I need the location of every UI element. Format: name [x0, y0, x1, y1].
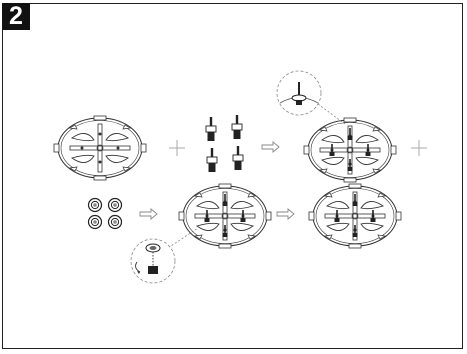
- screw-set: [204, 113, 245, 174]
- nut: [107, 197, 123, 213]
- plus-sign: [410, 139, 428, 157]
- screw: [205, 146, 219, 174]
- nut: [87, 197, 103, 213]
- nut-set: [87, 197, 123, 230]
- instruction-panel: [2, 3, 463, 349]
- arrow-right: [261, 141, 280, 153]
- screw: [204, 115, 218, 143]
- arrow-right: [276, 208, 295, 220]
- screw: [230, 113, 244, 141]
- plate-with-screws: [303, 117, 397, 183]
- plus-sign: [168, 139, 186, 157]
- plate-with-screws-and-nuts: [178, 183, 272, 249]
- mounting-plate: [53, 115, 147, 181]
- arrow-right: [139, 208, 158, 220]
- nut: [107, 214, 123, 230]
- completed-plate: [308, 183, 402, 249]
- detail-callout-nut: [130, 227, 199, 284]
- detail-callout-screw: [276, 70, 346, 125]
- screw: [231, 144, 245, 172]
- step-number-badge: 2: [2, 3, 30, 30]
- nut: [87, 214, 103, 230]
